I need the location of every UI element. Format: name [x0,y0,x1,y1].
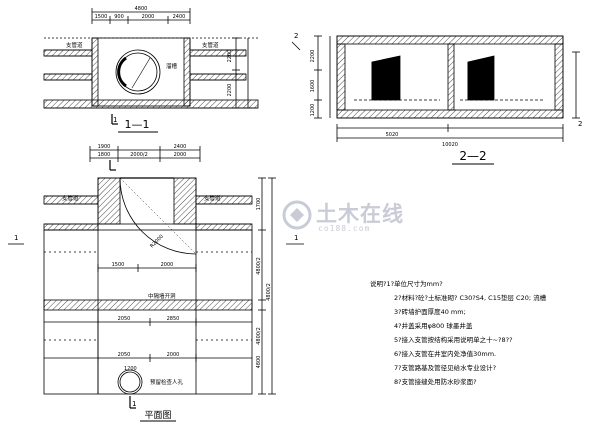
plan-title: 平面图 [144,410,171,421]
dim-11-top-4: 2000 [142,14,155,20]
plan-label-manhole: 预留检查人孔 [150,378,184,386]
plan-dim-top-2: 2400 [174,144,187,150]
plan-view [43,146,276,409]
plan-dim-right-5: 4800 [256,356,262,369]
section-1-1 [43,8,259,125]
plan-label-right-pipe: 支管道 [204,194,221,202]
dim-22-bottom-1: 5020 [386,132,399,138]
note-4: 4?井盖采用φ800 球墨井盖 [394,321,473,330]
mark-11-a: 1 [113,116,117,124]
plan-dim-top-4: 2000/2 [130,152,148,158]
dim-22-bottom-2: 10020 [442,142,458,148]
dim-11-top-1: 4800 [135,6,148,12]
plan-dim-inner-1: 1500 [112,262,125,268]
plan-dim-top-5: 2000 [174,152,187,158]
label-11-left-pipe: 支管道 [66,41,83,49]
plan-dim-right-2: 4800/2 [256,257,262,275]
plan-dim-inner-2: 2000 [161,262,174,268]
mark-22-b: 2 [578,120,582,128]
left-side-mark: 1 [14,234,18,242]
plan-dim-top-1: 1900 [98,144,111,150]
dim-11-top-2: 1500 [95,14,108,20]
plan-dim-right-4: 4800/2 [256,327,262,345]
note-1: 说明?1?单位尺寸为mm? [370,279,443,288]
title-section-1-1: 1—1 [125,118,150,131]
note-5: 5?接入支管按结构采用说明单之十~?8?? [394,335,513,344]
plan-dim-top-3: 1800 [98,152,111,158]
plan-dim-inner-5: 2050 [118,352,131,358]
label-11-right-pipe: 支管道 [202,41,219,49]
plan-dim-right-1: 1700 [256,198,262,211]
plan-dim-inner-6: 2000 [167,352,180,358]
mid-side-mark: 1 [294,234,298,242]
dim-11-top-5: 2400 [173,14,186,20]
dim-22-left-1: 2200 [310,50,316,63]
plan-label-left-pipe: 支管道 [62,194,79,202]
note-7: 7?支管路基及管径见给水专业设计? [394,363,496,372]
title-section-2-2: 2—2 [459,149,486,163]
note-2: 2?材料?砼?土标准砌? C30?S4, C15垫层 C20; 流槽 [394,293,547,302]
plan-label-radius: R2000 [149,234,165,250]
dim-22-left-3: 1200 [310,104,316,117]
mark-22-a: 2 [294,32,298,40]
note-3: 3?砖墙护面厚度40 mm; [394,307,466,316]
plan-mark: 1 [132,400,136,408]
note-8: 8?支管接缝处用防水砂浆面? [394,377,477,386]
plan-dim-inner-4: 2850 [167,316,180,322]
notes-block: 说明?1?单位尺寸为mm? 2?材料?砼?土标准砌? C30?S4, C15垫层… [370,279,547,386]
plan-label-manhole-dia: 1200 [124,366,137,372]
dim-11-top-3: 900 [114,14,124,20]
plan-dim-inner-3: 2050 [118,316,131,322]
dim-11-right-2: 2200 [227,84,233,97]
dim-11-right-1: 2200 [227,50,233,63]
plan-label-inner-opening: 中隔墙开洞 [148,292,176,300]
label-11-chute: 溜槽 [166,62,178,70]
note-6: 6?接入支管在井室内处净值30mm. [394,349,496,358]
dim-22-left-2: 1600 [310,80,316,93]
section-2-2 [291,35,580,142]
plan-dim-right-3: 4800/2 [266,283,272,301]
